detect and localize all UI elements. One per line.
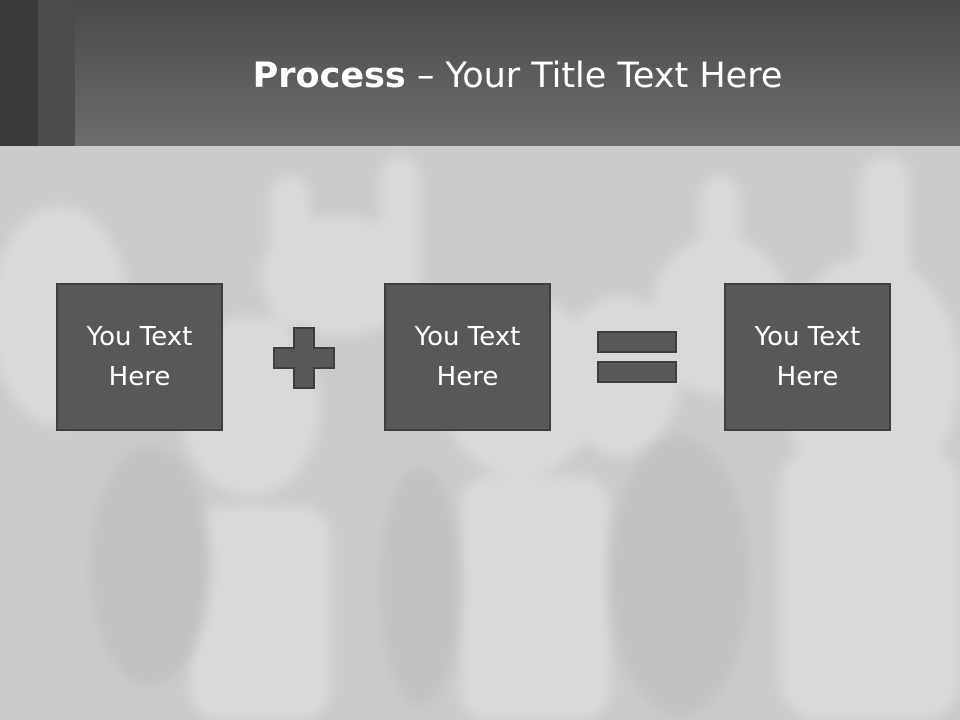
- process-box-1-text: You Text Here: [75, 317, 205, 397]
- title-bar-accent-secondary: [38, 0, 75, 146]
- title-bar-accent: [0, 0, 38, 146]
- process-box-2[interactable]: You Text Here: [384, 283, 551, 431]
- process-box-3-text: You Text Here: [743, 317, 873, 397]
- equals-icon: [597, 331, 677, 383]
- process-box-3-line2: Here: [776, 362, 839, 392]
- process-box-3[interactable]: You Text Here: [724, 283, 891, 431]
- process-box-3-line1: You Text: [754, 322, 861, 352]
- process-box-1[interactable]: You Text Here: [56, 283, 223, 431]
- process-box-1-line1: You Text: [86, 322, 193, 352]
- process-box-2-text: You Text Here: [403, 317, 533, 397]
- title-bold-text: Process: [252, 56, 406, 96]
- process-box-1-line2: Here: [108, 362, 171, 392]
- process-box-2-line2: Here: [436, 362, 499, 392]
- process-box-2-line1: You Text: [414, 322, 521, 352]
- title-bar: [0, 0, 960, 146]
- raised-hands-image: [0, 146, 960, 720]
- plus-icon: [273, 327, 335, 389]
- slide-title[interactable]: Process – Your Title Text Here: [75, 48, 960, 104]
- background-photo: [0, 146, 960, 720]
- title-text: – Your Title Text Here: [405, 56, 783, 96]
